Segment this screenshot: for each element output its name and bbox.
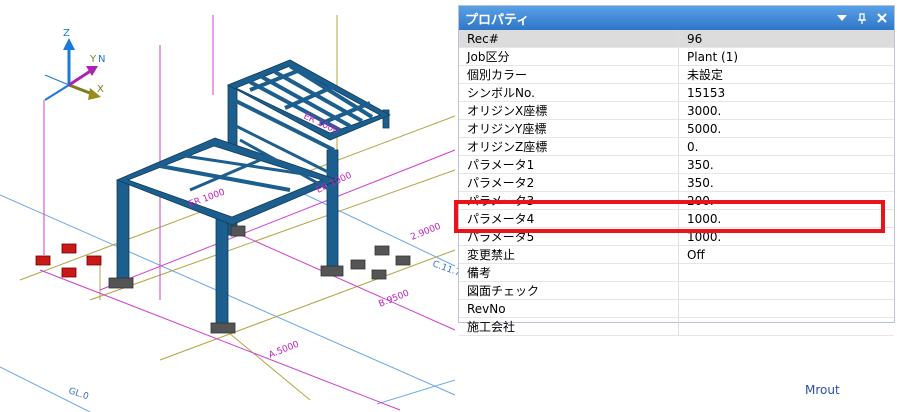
grid-label-gl: GL.0	[67, 386, 90, 402]
axis-triad: Z Y N X	[44, 28, 105, 101]
dropdown-arrow-icon[interactable]	[836, 12, 848, 24]
grid-label-b: B.9500	[377, 288, 411, 309]
property-name: オリジンX座標	[459, 101, 679, 120]
property-value[interactable]: 1000.	[678, 227, 894, 246]
grid-label-2: 2.9000	[409, 222, 442, 243]
property-row[interactable]: 施工会社	[459, 317, 894, 336]
pin-icon[interactable]	[856, 12, 868, 24]
property-value[interactable]: 15153	[678, 83, 894, 102]
property-name: オリジンY座標	[459, 119, 679, 138]
property-name: 変更禁止	[459, 245, 679, 264]
property-value[interactable]: Plant (1)	[678, 47, 894, 66]
property-row[interactable]: 備考	[459, 263, 894, 282]
property-name: オリジンZ座標	[459, 137, 679, 156]
property-value[interactable]: 5000.	[678, 119, 894, 138]
property-name: パラメータ4	[459, 209, 679, 228]
property-value[interactable]: 1000.	[678, 209, 894, 228]
close-icon[interactable]	[876, 12, 888, 24]
panel-header: プロパティ	[459, 6, 894, 30]
axis-label-x: X	[97, 84, 104, 95]
axis-label-n: N	[98, 54, 105, 65]
grid-label-a: A.5000	[267, 340, 300, 361]
property-row[interactable]: RevNo	[459, 299, 894, 318]
property-value[interactable]: 350.	[678, 173, 894, 192]
brand-label: Mrout	[805, 383, 840, 397]
property-name: パラメータ5	[459, 227, 679, 246]
property-name: 備考	[459, 263, 679, 282]
property-value[interactable]	[678, 317, 894, 336]
panel-title: プロパティ	[465, 12, 530, 28]
property-name: RevNo	[459, 299, 679, 318]
property-name: 施工会社	[459, 317, 679, 336]
property-name: Job区分	[459, 47, 679, 66]
property-row[interactable]: 図面チェック	[459, 281, 894, 300]
red-markers	[35, 243, 102, 278]
property-value[interactable]	[678, 299, 894, 318]
axis-label-y: Y	[89, 54, 97, 65]
property-value[interactable]: 3000.	[678, 101, 894, 120]
property-value[interactable]	[678, 281, 894, 300]
base-plates	[108, 225, 411, 334]
property-row[interactable]: シンボルNo.15153	[459, 83, 894, 102]
property-value[interactable]: Off	[678, 245, 894, 264]
property-value[interactable]: 200.	[678, 191, 894, 210]
property-value[interactable]: 350.	[678, 155, 894, 174]
property-name: パラメータ2	[459, 173, 679, 192]
steel-structure[interactable]	[115, 59, 391, 326]
property-row[interactable]: Rec#96	[459, 30, 894, 48]
property-name: シンボルNo.	[459, 83, 679, 102]
property-name: 個別カラー	[459, 65, 679, 84]
property-name: 図面チェック	[459, 281, 679, 300]
property-value[interactable]	[678, 263, 894, 282]
property-value[interactable]: 未設定	[678, 65, 894, 84]
property-row[interactable]: 個別カラー未設定	[459, 65, 894, 84]
axis-label-z: Z	[63, 28, 70, 39]
property-value[interactable]: 0.	[678, 137, 894, 156]
property-name: Rec#	[459, 30, 679, 48]
property-name: パラメータ3	[459, 191, 679, 210]
property-name: パラメータ1	[459, 155, 679, 174]
property-value[interactable]: 96	[678, 30, 894, 48]
